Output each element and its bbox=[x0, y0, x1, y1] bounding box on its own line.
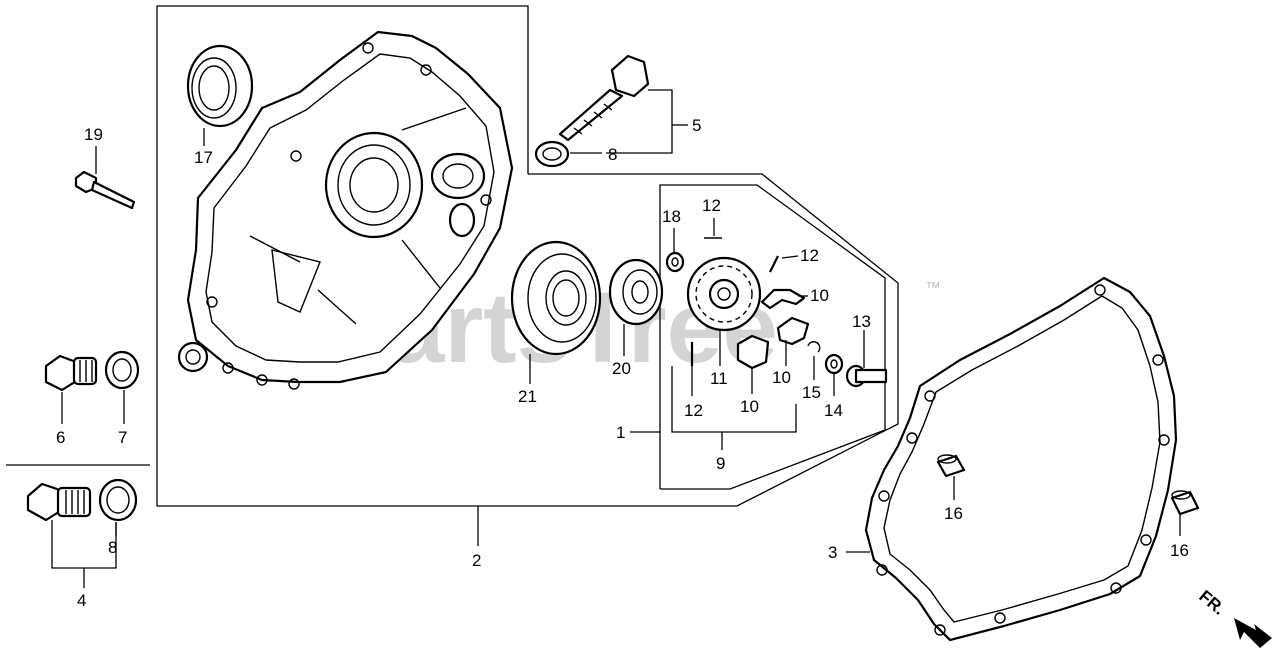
callout-17: 17 bbox=[194, 148, 213, 167]
callout-20: 20 bbox=[612, 359, 631, 378]
gasket-3 bbox=[864, 276, 1178, 642]
callout-9: 9 bbox=[716, 454, 725, 473]
washer-7 bbox=[104, 350, 140, 390]
callout-15: 15 bbox=[802, 383, 821, 402]
washer-18 bbox=[665, 251, 685, 273]
callout-10-middle: 10 bbox=[772, 368, 791, 387]
governor-slider-10 bbox=[736, 334, 770, 370]
callout-19: 19 bbox=[84, 125, 103, 144]
callout-14: 14 bbox=[824, 401, 843, 420]
drain-plug-4 bbox=[26, 482, 92, 522]
front-arrow-icon bbox=[1234, 618, 1272, 648]
callout-12-top: 12 bbox=[702, 196, 721, 215]
callout-16-right: 16 bbox=[1170, 541, 1189, 560]
dowel-pin-16b bbox=[1170, 490, 1200, 516]
watermark-trademark: ™ bbox=[925, 280, 941, 297]
callout-7: 7 bbox=[118, 428, 127, 447]
callout-10-upper: 10 bbox=[810, 286, 829, 305]
callout-numbers: 17 19 6 7 4 8 8 5 2 21 20 18 12 12 12 10… bbox=[56, 116, 1189, 610]
crankcase-cover-group-frame bbox=[156, 5, 899, 507]
clip-15 bbox=[807, 341, 821, 353]
callout-6: 6 bbox=[56, 428, 65, 447]
front-direction-indicator: FR. bbox=[1195, 587, 1272, 648]
oil-seal-17 bbox=[186, 44, 254, 128]
washer-8-lower bbox=[98, 478, 138, 522]
callout-12-right: 12 bbox=[800, 246, 819, 265]
callout-5: 5 bbox=[692, 116, 701, 135]
dowel-pin-16a bbox=[936, 454, 966, 478]
callout-16-left: 16 bbox=[944, 504, 963, 523]
callout-13: 13 bbox=[852, 312, 871, 331]
callout-12-bottom: 12 bbox=[684, 401, 703, 420]
callout-4: 4 bbox=[77, 591, 86, 610]
callout-1: 1 bbox=[616, 423, 625, 442]
drain-plug-6 bbox=[44, 354, 98, 392]
callout-21: 21 bbox=[518, 387, 537, 406]
front-direction-label: FR. bbox=[1195, 587, 1228, 619]
callout-8-lower: 8 bbox=[108, 538, 117, 557]
crankcase-cover bbox=[177, 30, 514, 390]
ball-bearing-21 bbox=[510, 240, 602, 356]
callout-2: 2 bbox=[472, 551, 481, 570]
ball-bearing-20 bbox=[608, 258, 664, 326]
governor-weight-10b bbox=[776, 316, 810, 346]
callout-3: 3 bbox=[828, 543, 837, 562]
leader-lines bbox=[51, 89, 1181, 588]
flange-bolt-19 bbox=[74, 170, 136, 210]
governor-shaft-13 bbox=[845, 364, 888, 388]
pin-12-right bbox=[769, 255, 779, 273]
oil-dipstick-5 bbox=[558, 54, 650, 142]
callout-18: 18 bbox=[662, 207, 681, 226]
governor-gear-11 bbox=[686, 256, 762, 332]
callout-8-upper: 8 bbox=[608, 145, 617, 164]
governor-weight-10a bbox=[760, 288, 806, 310]
callout-11: 11 bbox=[710, 369, 728, 388]
callout-10-lower: 10 bbox=[740, 397, 759, 416]
washer-14 bbox=[824, 353, 844, 375]
washer-8-upper bbox=[534, 140, 570, 168]
